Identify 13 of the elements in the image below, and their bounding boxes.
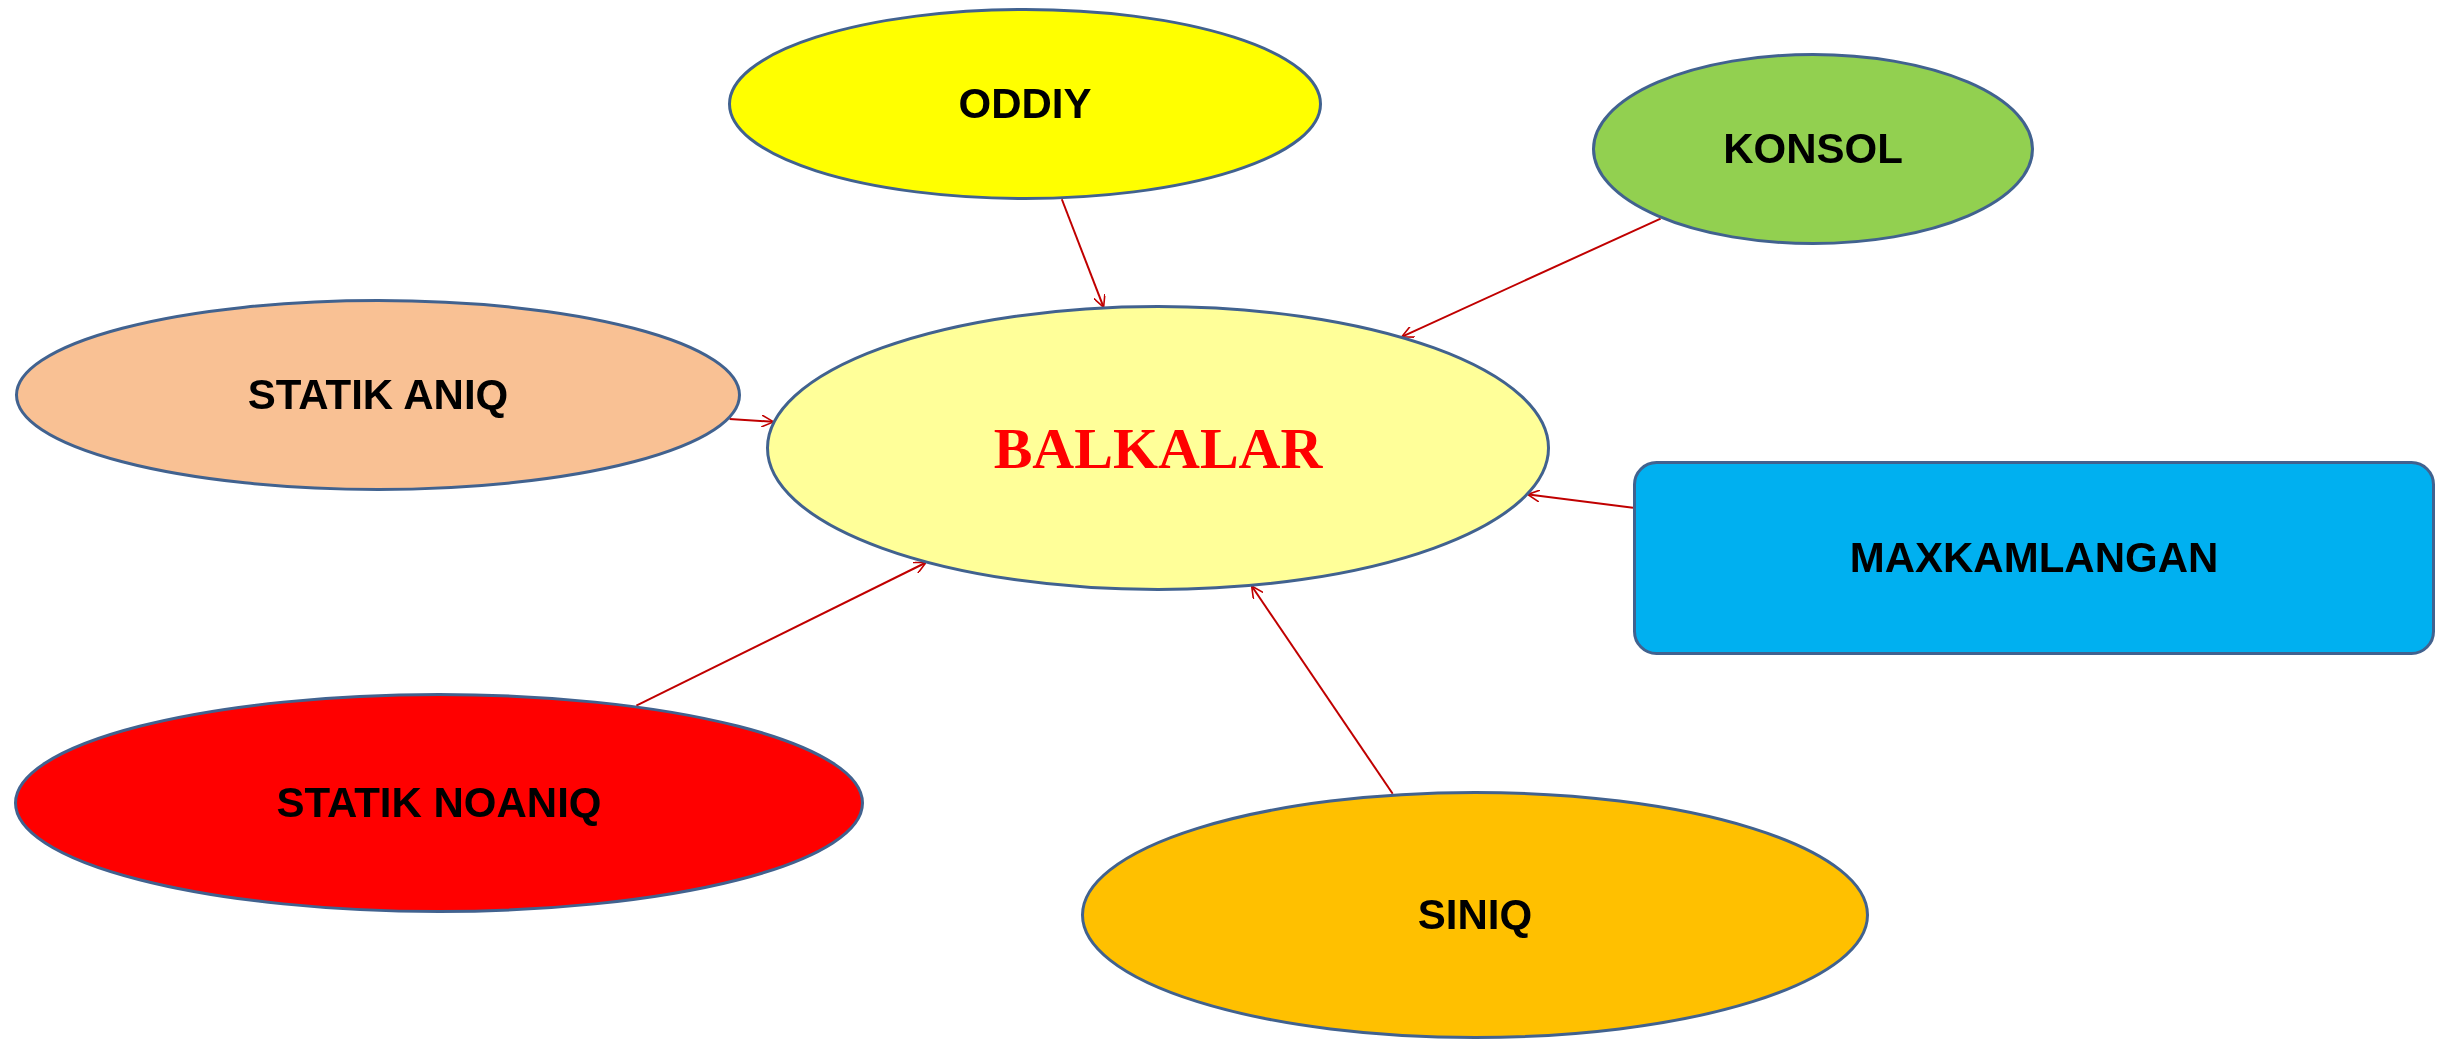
- arrow: [1401, 217, 1662, 338]
- arrow: [1060, 198, 1106, 309]
- node-label: KONSOL: [1723, 125, 1903, 173]
- arrow: [728, 414, 775, 428]
- node-label: MAXKAMLANGAN: [1849, 534, 2219, 582]
- node-label: STATIK ANIQ: [247, 371, 509, 419]
- arrow: [1250, 585, 1394, 795]
- central-label: BALKALAR: [993, 414, 1323, 482]
- arrow: [1526, 489, 1634, 509]
- node-label: ODDIY: [958, 80, 1092, 128]
- node-label: STATIK NOANIQ: [276, 779, 602, 827]
- arrow: [635, 561, 927, 707]
- node-label: SINIQ: [1417, 891, 1533, 939]
